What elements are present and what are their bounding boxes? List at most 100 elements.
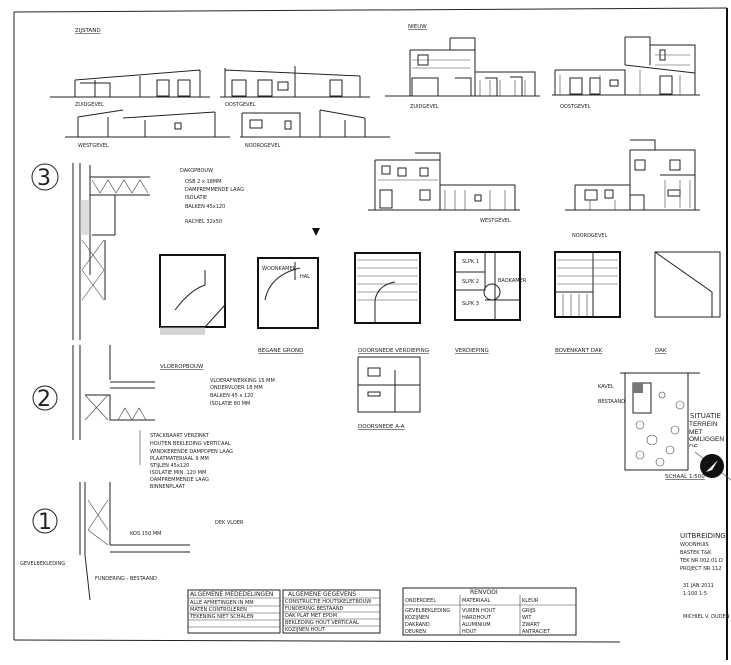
general-data-line-3: BEKLEDING HOUT VERTICAAL	[285, 620, 359, 626]
legend-cell: KOZIJNEN	[405, 615, 429, 621]
new-north-label: NOORDGEVEL	[572, 233, 608, 239]
site-plan	[620, 372, 700, 471]
plan-roof	[654, 251, 721, 318]
plan-ground-floor-existing	[159, 254, 226, 335]
general-data-line-2: DAK PLAT MET EPDM	[285, 613, 337, 619]
detail-2-label-2: ONDERVLOER 18 MM	[210, 385, 263, 391]
new-south-label: ZUIDGEVEL	[410, 104, 439, 110]
general-notes-line-0: ALLE AFMETINGEN IN MM	[190, 600, 254, 606]
legend-cell: ANTRACIET	[522, 629, 551, 635]
existing-east-label: OOSTGEVEL	[225, 102, 256, 108]
general-data-line-4: KOZIJNEN HOUT	[285, 627, 326, 633]
existing-north-label: NOORDGEVEL	[245, 143, 281, 149]
plan-section-floor	[354, 252, 421, 324]
legend-col-1: MATERIAAL	[462, 598, 490, 604]
plan-roof-label: DAK	[655, 348, 667, 354]
legend-cell: ZWART	[522, 622, 541, 628]
detail-3-label-3: ISOLATIE	[185, 195, 207, 201]
project-title: UITBREIDING	[680, 532, 726, 540]
existing-elevation-south	[50, 69, 210, 98]
project-drawn-by: MICHIEL V. OUDEN	[683, 614, 730, 620]
north-arrow-icon	[694, 451, 731, 481]
legend-cell: GEVELBEKLEDING	[405, 608, 450, 614]
existing-west-label: WESTGEVEL	[78, 143, 109, 149]
detail-1-label-3: PLAATMATERIAAL 9 MM	[150, 456, 209, 462]
site-label-plot: KAVEL	[598, 384, 614, 390]
new-elevation-north	[565, 139, 700, 211]
general-data-table: ALGEMENE GEGEVENS CONSTRUCTIE HOUTSKELET…	[282, 589, 381, 634]
legend-col-0: ONDERDEEL	[405, 598, 436, 604]
room-bedroom-1: SLPK 1	[462, 259, 479, 265]
title-block: UITBREIDING WOONHUIS BASTEK T&K TEK NR 0…	[679, 532, 730, 620]
detail-2-label-3: BALKEN 45 x 120	[210, 393, 253, 399]
general-data-line-1: FUNDERING BESTAAND	[285, 606, 344, 612]
section-new-title: NIEUW	[408, 24, 427, 30]
section-existing-title: ZIJSTAND	[75, 28, 101, 34]
existing-elevation-east	[220, 66, 370, 98]
general-data-header: ALGEMENE GEGEVENS	[288, 591, 356, 598]
plan-top-roof	[554, 251, 621, 318]
detail-3-label-4: BALKEN 45x120	[185, 204, 225, 210]
detail-1-label-8: DEK VLOER	[215, 520, 244, 526]
section-floor-label: DOORSNEDE VERDIEPING	[358, 348, 429, 354]
project-line-4: PROJECT NR 112	[680, 566, 722, 572]
legend-header: RENVOOI	[470, 589, 498, 596]
new-west-label: WESTGEVEL	[480, 218, 511, 224]
detail-1-label-11: FUNDERING - BESTAAND	[95, 576, 157, 582]
site-title: SITUATIE	[690, 412, 721, 420]
general-notes-line-1: MATEN CONTROLEREN	[190, 607, 247, 613]
detail-1-label-4: STIJLEN 45x120	[150, 463, 189, 469]
detail-3-drawing	[72, 163, 150, 340]
general-notes-table: ALGEMENE MEDEDELINGEN ALLE AFMETINGEN IN…	[187, 589, 281, 634]
project-scale: 1:100 1:5	[683, 591, 707, 597]
plan-ground-floor-label: BEGANE GROND	[258, 348, 303, 354]
legend-table: RENVOOI ONDERDEEL MATERIAAL KLEUR GEVELB…	[402, 587, 577, 636]
sheet-frame	[13, 7, 728, 660]
detail-1-label-7: BINNENPLAAT	[150, 484, 186, 490]
general-notes-header: ALGEMENE MEDEDELINGEN	[190, 591, 273, 598]
detail-3-number: 3	[37, 166, 51, 191]
legend-cell: ALUMINIUM	[462, 622, 491, 628]
section-a-a-label: DOORSNEDE A-A	[358, 424, 405, 430]
project-date: 31 JAN 2011	[683, 583, 714, 589]
room-bedroom-3: SLPK 3	[462, 301, 479, 307]
project-line-1: WOONHUIS	[680, 542, 709, 548]
detail-2-label-4: ISOLATIE 80 MM	[210, 401, 250, 407]
detail-1-label-10: GEVELBEKLEDING	[20, 561, 65, 567]
detail-1-marker	[32, 508, 58, 534]
detail-3-label-2: DAMPREMMENDE LAAG	[185, 187, 244, 193]
legend-cell: DAKRAND	[405, 622, 430, 628]
detail-1-label-1: HOUTEN BEKLEDING VERTICAAL	[150, 441, 231, 447]
room-hall: HAL	[300, 274, 310, 280]
new-elevation-east	[552, 36, 700, 96]
detail-2-number: 2	[37, 387, 51, 412]
plan-ground-floor: WOONKAMER HAL	[257, 257, 319, 329]
existing-elevation-north	[240, 109, 390, 138]
existing-south-label: ZUIDGEVEL	[75, 102, 104, 108]
detail-3-label-5: RACHEL 32x50	[185, 219, 222, 225]
legend-cell: HARDHOUT	[462, 615, 492, 621]
section-marker-icon	[312, 228, 320, 236]
room-living: WOONKAMER	[262, 266, 297, 272]
legend-cell: GRIJS	[522, 608, 535, 614]
detail-3-label-1: OSB 2 x 18MM	[185, 179, 221, 185]
general-data-line-0: CONSTRUCTIE HOUTSKELETBOUW	[285, 599, 371, 605]
legend-cell: DEUREN	[405, 629, 426, 635]
detail-1-drawing	[79, 430, 190, 601]
site-label-existing: BESTAAND	[598, 399, 625, 405]
detail-1-label-6: DAMPREMMENDE LAAG	[150, 477, 209, 483]
detail-1-number: 1	[38, 510, 52, 535]
site-subtitle-box: TERREIN MET OMLIGGENDE GEBOUWEN	[689, 421, 724, 447]
detail-1-label-5: ISOLATIE MIN. 120 MM	[150, 470, 206, 476]
general-notes-line-2: TEKENING NIET SCHALEN	[189, 614, 254, 620]
project-line-2: BASTEK T&K	[680, 550, 712, 556]
detail-2-drawing	[72, 345, 155, 440]
detail-3-marker	[31, 163, 59, 191]
new-east-label: OOSTGEVEL	[560, 104, 591, 110]
existing-elevation-west	[65, 109, 230, 138]
plan-upper-floor-label: VERDIEPING	[455, 348, 489, 354]
detail-2-marker	[32, 385, 58, 411]
legend-cell: WIT	[522, 615, 532, 621]
detail-1-label-9: KOS 150 MM	[130, 531, 161, 537]
